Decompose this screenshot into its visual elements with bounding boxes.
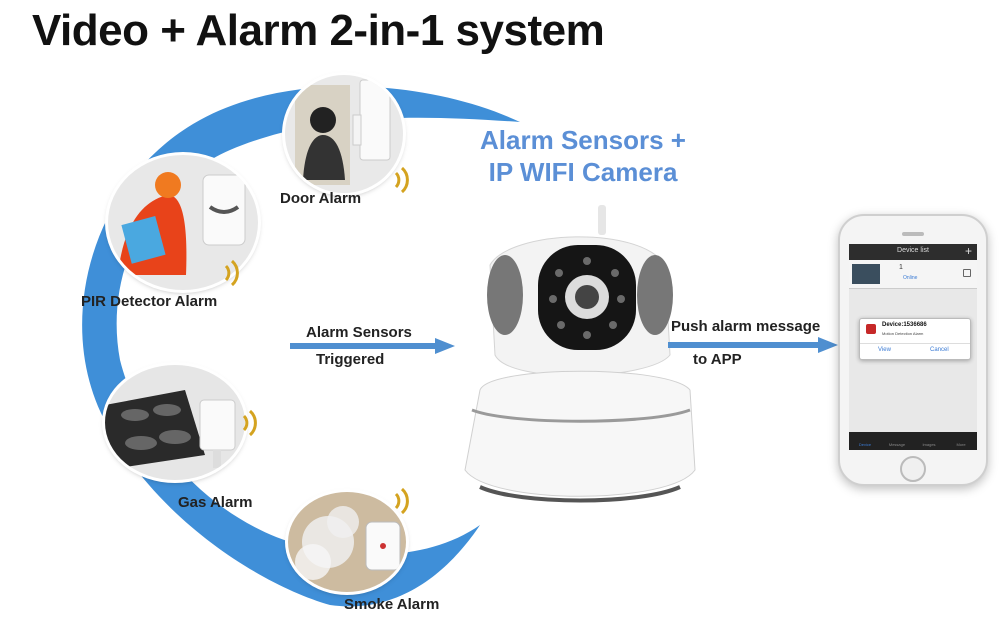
pir-alarm-label: PIR Detector Alarm bbox=[81, 293, 218, 310]
phone-tab-device[interactable]: Device bbox=[858, 442, 872, 447]
pir-alarm-image bbox=[108, 155, 258, 290]
device-thumbnail bbox=[852, 264, 880, 284]
smartphone: Device list + 1 Online Device:1536686 Mo… bbox=[838, 214, 988, 486]
smoke-alarm-image bbox=[288, 492, 406, 592]
ip-camera bbox=[464, 205, 696, 503]
phone-screen: Device list + 1 Online Device:1536686 Mo… bbox=[849, 244, 977, 450]
phone-tab-message[interactable]: Message bbox=[888, 442, 906, 447]
dialog-view-button[interactable]: View bbox=[878, 347, 891, 353]
device-row[interactable]: 1 Online bbox=[849, 260, 977, 289]
door-alarm-label: Door Alarm bbox=[280, 190, 362, 207]
lock-icon bbox=[963, 269, 971, 277]
arrow-left-label-2: Triggered bbox=[316, 351, 385, 368]
arrow-right-icon bbox=[290, 338, 455, 354]
headline-line1: Alarm Sensors + bbox=[480, 125, 686, 155]
headline-line2: IP WIFI Camera bbox=[488, 157, 678, 187]
dialog-title: Device:1536686 bbox=[882, 322, 927, 328]
page-title: Video + Alarm 2-in-1 system bbox=[32, 6, 605, 55]
phone-header: Device list + bbox=[849, 244, 977, 260]
device-number: 1 bbox=[899, 264, 903, 271]
arrow-right-label-2: to APP bbox=[693, 351, 742, 368]
phone-tab-more[interactable]: More bbox=[956, 442, 966, 447]
phone-home-button[interactable] bbox=[900, 456, 926, 482]
arrow-left-label-1: Alarm Sensors bbox=[306, 324, 412, 341]
alarm-dialog: Device:1536686 Motion Detection Alarm Vi… bbox=[859, 318, 971, 360]
alarm-icon bbox=[866, 324, 876, 334]
gas-signal-icon bbox=[242, 409, 257, 437]
door-alarm-image bbox=[285, 75, 403, 193]
pir-signal-icon bbox=[224, 259, 239, 287]
door-signal-icon bbox=[394, 166, 409, 194]
phone-add-button[interactable]: + bbox=[964, 244, 972, 258]
phone-header-title: Device list bbox=[897, 247, 929, 254]
gas-alarm-image bbox=[105, 365, 245, 480]
smoke-alarm-label: Smoke Alarm bbox=[344, 596, 440, 613]
device-status: Online bbox=[903, 275, 918, 281]
phone-tab-images[interactable]: Images bbox=[922, 442, 936, 447]
smoke-signal-icon bbox=[394, 487, 409, 515]
headline: Alarm Sensors + IP WIFI Camera bbox=[463, 124, 703, 188]
arrow-right-label-1: Push alarm message bbox=[671, 318, 821, 335]
dialog-subtitle: Motion Detection Alarm bbox=[882, 331, 924, 336]
phone-tabbar: Device Message Images More bbox=[849, 432, 977, 450]
phone-speaker bbox=[902, 232, 924, 236]
arrow-push-icon bbox=[668, 337, 838, 353]
dialog-divider bbox=[860, 343, 970, 344]
dialog-cancel-button[interactable]: Cancel bbox=[930, 347, 949, 353]
gas-alarm-label: Gas Alarm bbox=[178, 494, 253, 511]
